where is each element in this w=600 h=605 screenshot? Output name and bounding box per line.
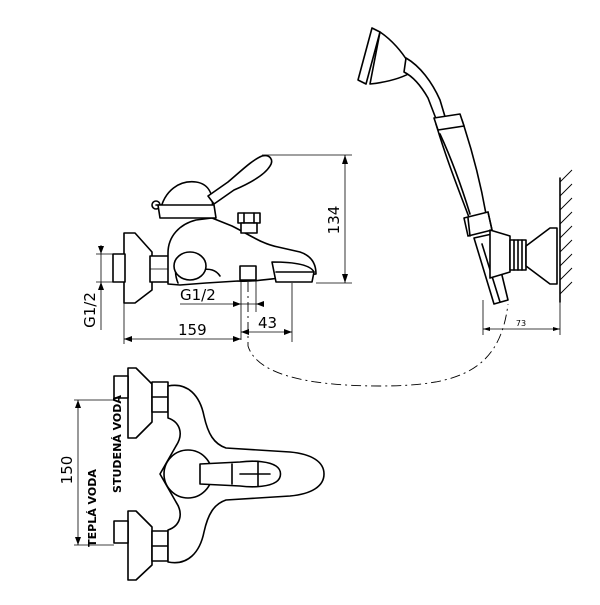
cold-water-label: STUDENÁ VODA xyxy=(111,395,124,493)
holder-depth-dimension: 73 xyxy=(516,319,526,328)
hand-shower xyxy=(357,27,509,305)
side-dimensions: 134 G1/2 G1/2 43 159 xyxy=(81,154,352,344)
outlet-offset-dimension: 43 xyxy=(258,314,277,332)
wall-holder xyxy=(489,227,558,285)
top-view-dimensions: 150 STUDENÁ VODA TEPLÁ VODA xyxy=(58,395,124,547)
height-dimension: 134 xyxy=(325,206,343,235)
shower-hose xyxy=(247,282,509,387)
inlet-thread-dimension: G1/2 xyxy=(81,292,99,328)
wall xyxy=(559,169,573,303)
length-dimension: 159 xyxy=(178,321,207,339)
holder-dimension: 73 xyxy=(482,300,561,335)
outlet-thread-dimension: G1/2 xyxy=(180,286,216,304)
center-distance-dimension: 150 xyxy=(58,456,76,485)
warm-water-label: TEPLÁ VODA xyxy=(86,469,99,547)
mixer-side-view xyxy=(112,154,317,304)
mixer-top-view xyxy=(113,367,325,581)
